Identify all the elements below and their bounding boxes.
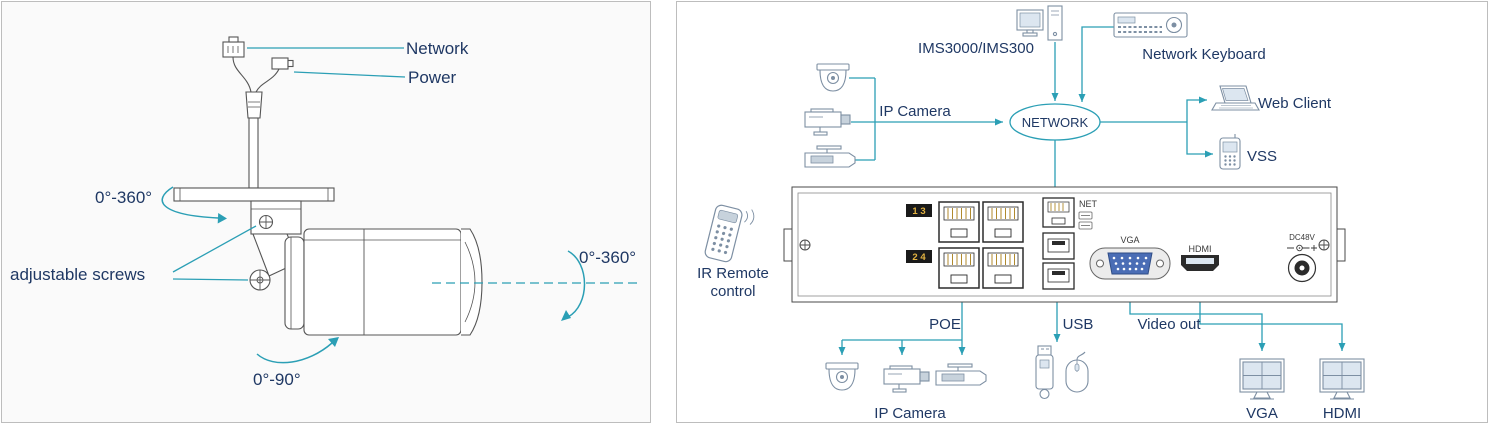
poe-port-4 — [982, 247, 1024, 289]
hdmi-port: HDMI — [1181, 244, 1219, 271]
pan-rotation-label: 0°-360° — [95, 188, 152, 207]
usb-flash-drive-icon — [1035, 345, 1054, 400]
mouse-icon — [1065, 351, 1089, 393]
power-connector — [255, 57, 294, 93]
vga-monitor-label: VGA — [1246, 405, 1278, 422]
vga-port: VGA — [1089, 235, 1171, 280]
box-camera-icon-bottom — [883, 365, 930, 393]
to-vss-line — [1186, 122, 1213, 158]
network-keyboard-icon — [1113, 12, 1188, 38]
net-port: NET — [1042, 197, 1098, 230]
keyboard-to-network-line — [1078, 26, 1114, 102]
network-keyboard-label: Network Keyboard — [1142, 46, 1265, 63]
ir-remote-icon — [704, 204, 755, 263]
left-rack-ear — [783, 228, 793, 262]
poe-port-2 — [938, 247, 980, 289]
camera-bus-line — [849, 77, 876, 161]
hdmi-port-label: HDMI — [1189, 244, 1212, 254]
bullet-camera-drawing — [173, 36, 483, 336]
network-label: Network — [406, 39, 469, 58]
left-panel-labels: Network Power 0°-360° adjustable screws … — [10, 39, 636, 389]
box-camera-icon-top — [804, 108, 851, 136]
camera-diagram-svg: Network Power 0°-360° adjustable screws … — [10, 36, 638, 389]
net-indicator-icons — [1078, 211, 1093, 230]
net-port-label: NET — [1079, 199, 1098, 209]
mount-block — [250, 200, 302, 235]
camera-body — [303, 228, 462, 336]
poe-label: POE — [929, 316, 961, 333]
pan-rotation-arrow — [161, 186, 219, 219]
tilt-rotation-arrow — [256, 342, 333, 364]
cable-boot — [245, 91, 263, 119]
ip-camera-bottom-label: IP Camera — [874, 405, 946, 422]
ptz-camera-icon-bottom — [935, 363, 987, 386]
rotation-arrowheads — [217, 213, 571, 347]
vss-phone-icon — [1219, 134, 1241, 170]
dc-power-label: DC48V — [1289, 233, 1315, 242]
clamp-band — [284, 236, 305, 330]
dome-camera-icon-bottom — [825, 362, 859, 391]
camera-rotation-panel: Network Power 0°-360° adjustable screws … — [1, 1, 651, 423]
chassis-screws — [799, 239, 1330, 251]
ims-computer-icon — [1016, 5, 1063, 41]
network-cloud-label: NETWORK — [1022, 115, 1089, 130]
port-numbers-top-label: 1 3 — [912, 206, 925, 217]
hdmi-monitor-label: HDMI — [1323, 405, 1361, 422]
axial-rotation-arrow — [567, 250, 586, 318]
nvr-connection-panel: 1 3 2 4 NET — [676, 1, 1488, 423]
ip-camera-top-label: IP Camera — [879, 103, 951, 120]
vss-label: VSS — [1247, 148, 1277, 165]
web-client-laptop-icon — [1211, 85, 1260, 111]
dc-polarity-symbol — [1287, 244, 1317, 252]
screw-leader-line-lower — [172, 278, 249, 281]
network-cloud — [1009, 103, 1101, 141]
nvr-diagram-svg: 1 3 2 4 NET — [697, 5, 1365, 422]
ptz-camera-icon-top — [804, 145, 856, 168]
power-label: Power — [408, 68, 457, 87]
right-rack-ear — [1336, 228, 1346, 262]
vga-pins — [1112, 256, 1148, 271]
network-connector — [222, 36, 252, 93]
poe-ports: 1 3 2 4 — [906, 201, 1024, 289]
hdmi-monitor-icon — [1319, 358, 1365, 400]
lens-hood — [461, 228, 483, 336]
ir-remote-label-line2: control — [710, 283, 755, 300]
mounting-plate — [173, 187, 335, 202]
dc-power-jack: DC48V — [1287, 233, 1317, 283]
vga-monitor-icon — [1239, 358, 1285, 400]
screw-leader-line-upper — [172, 225, 257, 273]
port-numbers-bottom-label: 2 4 — [912, 252, 926, 263]
ims-label: IMS3000/IMS300 — [918, 40, 1034, 57]
cable — [248, 117, 259, 189]
adjustable-screws-label: adjustable screws — [10, 265, 145, 284]
tilt-rotation-label: 0°-90° — [253, 370, 301, 389]
poe-port-3 — [982, 201, 1024, 243]
dome-camera-icon-top — [816, 63, 850, 92]
nvr-rear-panel: 1 3 2 4 NET — [783, 186, 1346, 303]
port-number-badge-top — [906, 204, 932, 217]
port-number-badge-bottom — [906, 250, 932, 263]
usb-port-1 — [1042, 232, 1075, 260]
poe-port-1 — [938, 201, 980, 243]
usb-port-2 — [1042, 262, 1075, 290]
usb-label: USB — [1063, 316, 1094, 333]
annotation-lines — [161, 47, 638, 364]
ir-remote-label-line1: IR Remote — [697, 265, 769, 282]
vga-port-label: VGA — [1120, 235, 1139, 245]
right-panel-labels: IMS3000/IMS300 Network Keyboard IP Camer… — [697, 40, 1361, 422]
video-out-label: Video out — [1137, 316, 1201, 333]
power-leader-line — [293, 71, 406, 78]
axial-rotation-label: 0°-360° — [579, 248, 636, 267]
to-web-client-line — [1186, 96, 1207, 122]
web-client-label: Web Client — [1258, 95, 1332, 112]
